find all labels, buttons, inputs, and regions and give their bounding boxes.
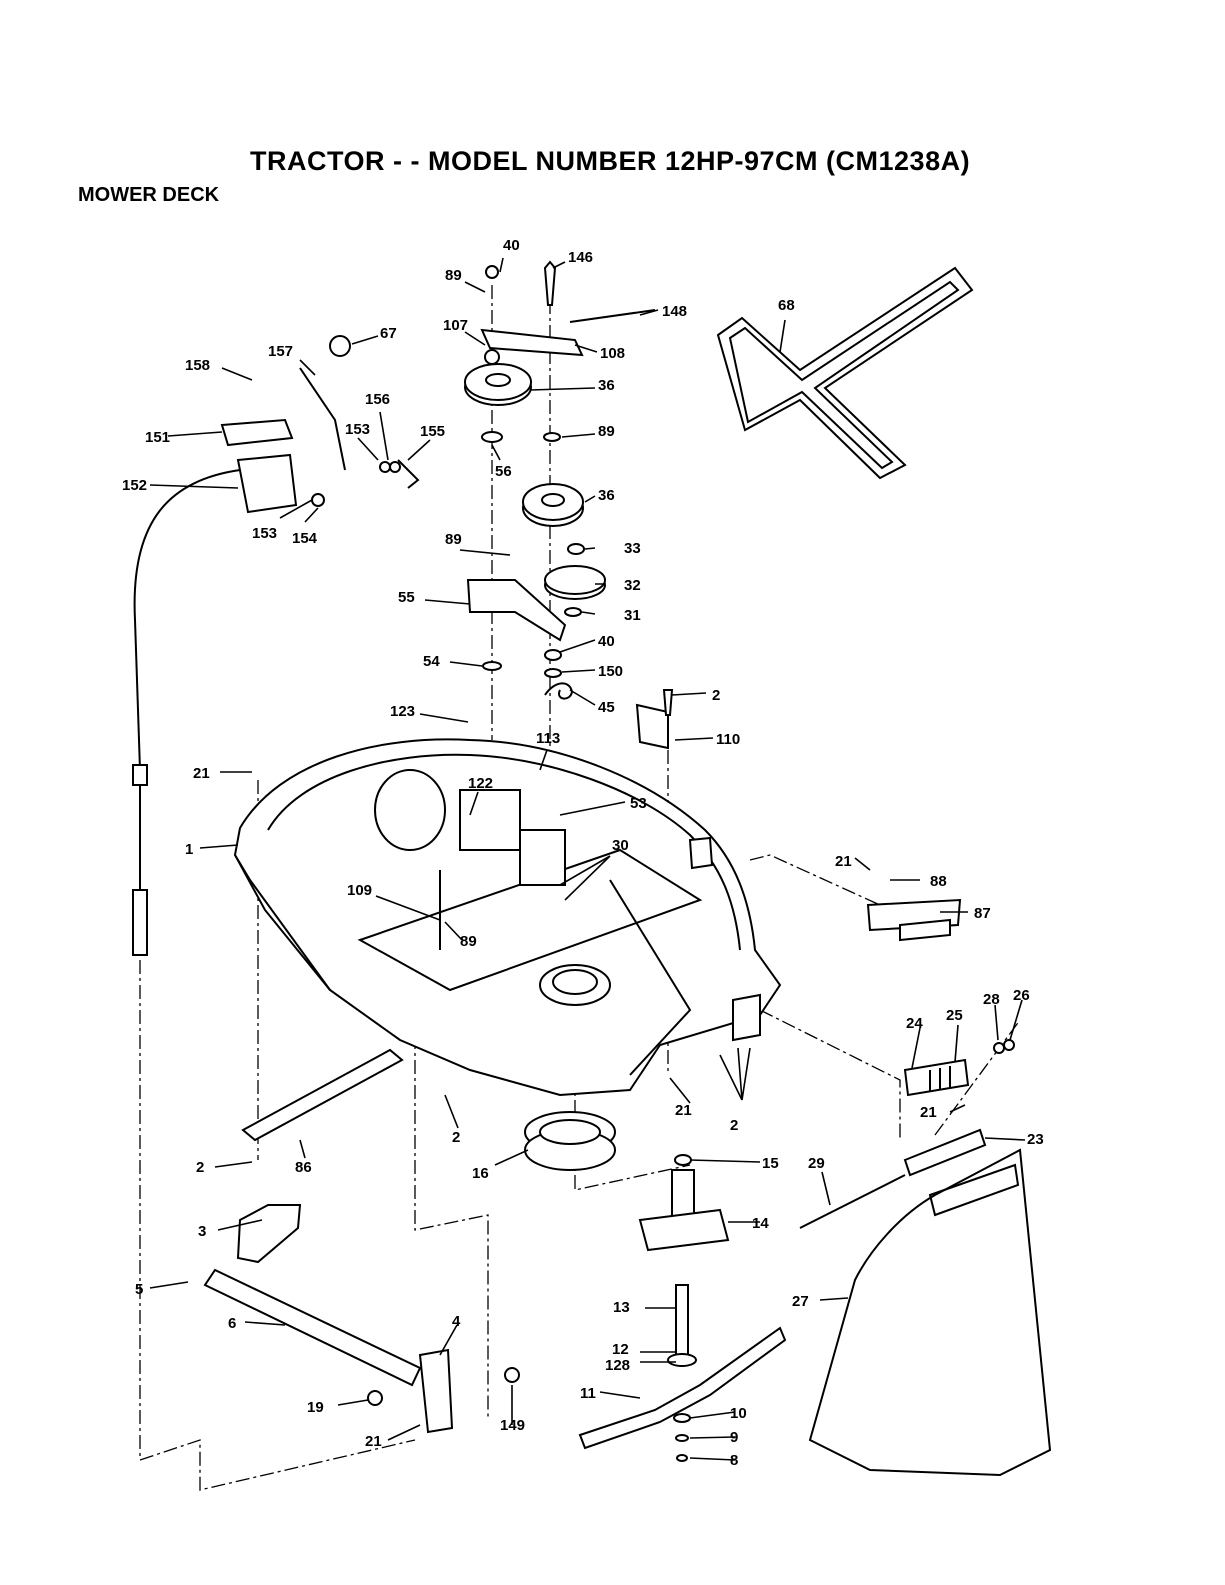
callout-155: 155	[420, 423, 445, 440]
callout-28: 28	[983, 991, 1000, 1008]
grass-chute	[810, 1150, 1050, 1475]
callout-19: 19	[307, 1399, 324, 1416]
callout-107: 107	[443, 317, 468, 334]
callout-15: 15	[762, 1155, 779, 1172]
callout-3: 3	[198, 1223, 206, 1240]
callout-89c: 89	[445, 531, 462, 548]
callout-89a: 89	[445, 267, 462, 284]
spindle-blade-assembly	[580, 1155, 785, 1461]
callout-23: 23	[1027, 1131, 1044, 1148]
callout-110: 110	[716, 731, 740, 748]
callout-89b: 89	[598, 423, 615, 440]
drive-belt	[718, 268, 972, 478]
callout-68: 68	[778, 297, 795, 314]
callout-1: 1	[185, 841, 193, 858]
callout-12: 12	[612, 1341, 629, 1358]
callout-5: 5	[135, 1281, 143, 1298]
callout-9: 9	[730, 1429, 738, 1446]
callout-33: 33	[624, 540, 641, 557]
callout-36b: 36	[598, 487, 615, 504]
callout-56: 56	[495, 463, 512, 480]
callout-113: 113	[536, 730, 560, 747]
callout-87: 87	[974, 905, 991, 922]
bracket-110	[637, 690, 672, 748]
callout-16: 16	[472, 1165, 489, 1182]
callout-2a: 2	[712, 687, 720, 704]
callout-13: 13	[613, 1299, 630, 1316]
callout-2d: 2	[196, 1159, 204, 1176]
callout-158: 158	[185, 357, 210, 374]
callout-31: 31	[624, 607, 641, 624]
callout-24: 24	[906, 1015, 923, 1032]
callout-54: 54	[423, 653, 440, 670]
callout-153a: 153	[345, 421, 370, 438]
callout-152: 152	[122, 477, 147, 494]
callout-4: 4	[452, 1313, 461, 1330]
callout-123: 123	[390, 703, 415, 720]
control-cable	[133, 470, 240, 955]
callout-109: 109	[347, 882, 372, 899]
callout-26: 26	[1013, 987, 1030, 1004]
callout-21d: 21	[675, 1102, 692, 1119]
callout-10: 10	[730, 1405, 747, 1422]
callout-45: 45	[598, 699, 615, 716]
callout-148: 148	[662, 303, 687, 320]
callout-128: 128	[605, 1357, 630, 1374]
callout-89d: 89	[460, 933, 477, 950]
callout-8: 8	[730, 1452, 738, 1469]
callout-2c: 2	[730, 1117, 738, 1134]
callout-149: 149	[500, 1417, 525, 1434]
callout-21b: 21	[835, 853, 852, 870]
callout-6: 6	[228, 1315, 236, 1332]
callout-30: 30	[612, 837, 629, 854]
callout-25: 25	[946, 1007, 963, 1024]
callout-108: 108	[600, 345, 625, 362]
callout-14: 14	[752, 1215, 769, 1232]
callout-40a: 40	[503, 237, 520, 254]
callout-67: 67	[380, 325, 397, 342]
callout-32: 32	[624, 577, 641, 594]
callout-86: 86	[295, 1159, 312, 1176]
callout-29: 29	[808, 1155, 825, 1172]
callout-21c: 21	[920, 1104, 937, 1121]
callout-150: 150	[598, 663, 623, 680]
callout-11: 11	[580, 1385, 596, 1402]
callout-55: 55	[398, 589, 415, 606]
callout-53: 53	[630, 795, 647, 812]
callout-156: 156	[365, 391, 390, 408]
callout-122: 122	[468, 775, 493, 792]
callout-157: 157	[268, 343, 293, 360]
callout-36a: 36	[598, 377, 615, 394]
lift-lever-assembly	[222, 336, 418, 512]
callout-21e: 21	[365, 1433, 382, 1450]
lift-linkage	[205, 1050, 519, 1432]
callout-2b: 2	[452, 1129, 460, 1146]
callout-88: 88	[930, 873, 947, 890]
callout-40b: 40	[598, 633, 615, 650]
callout-21a: 21	[193, 765, 210, 782]
mower-deck-housing	[235, 739, 780, 1095]
callout-153b: 153	[252, 525, 277, 542]
callout-151: 151	[145, 429, 170, 446]
callout-27: 27	[792, 1293, 809, 1310]
callout-146: 146	[568, 249, 593, 266]
callout-154: 154	[292, 530, 318, 547]
baffle-ring	[525, 1112, 615, 1170]
pulley-stack	[465, 262, 655, 699]
